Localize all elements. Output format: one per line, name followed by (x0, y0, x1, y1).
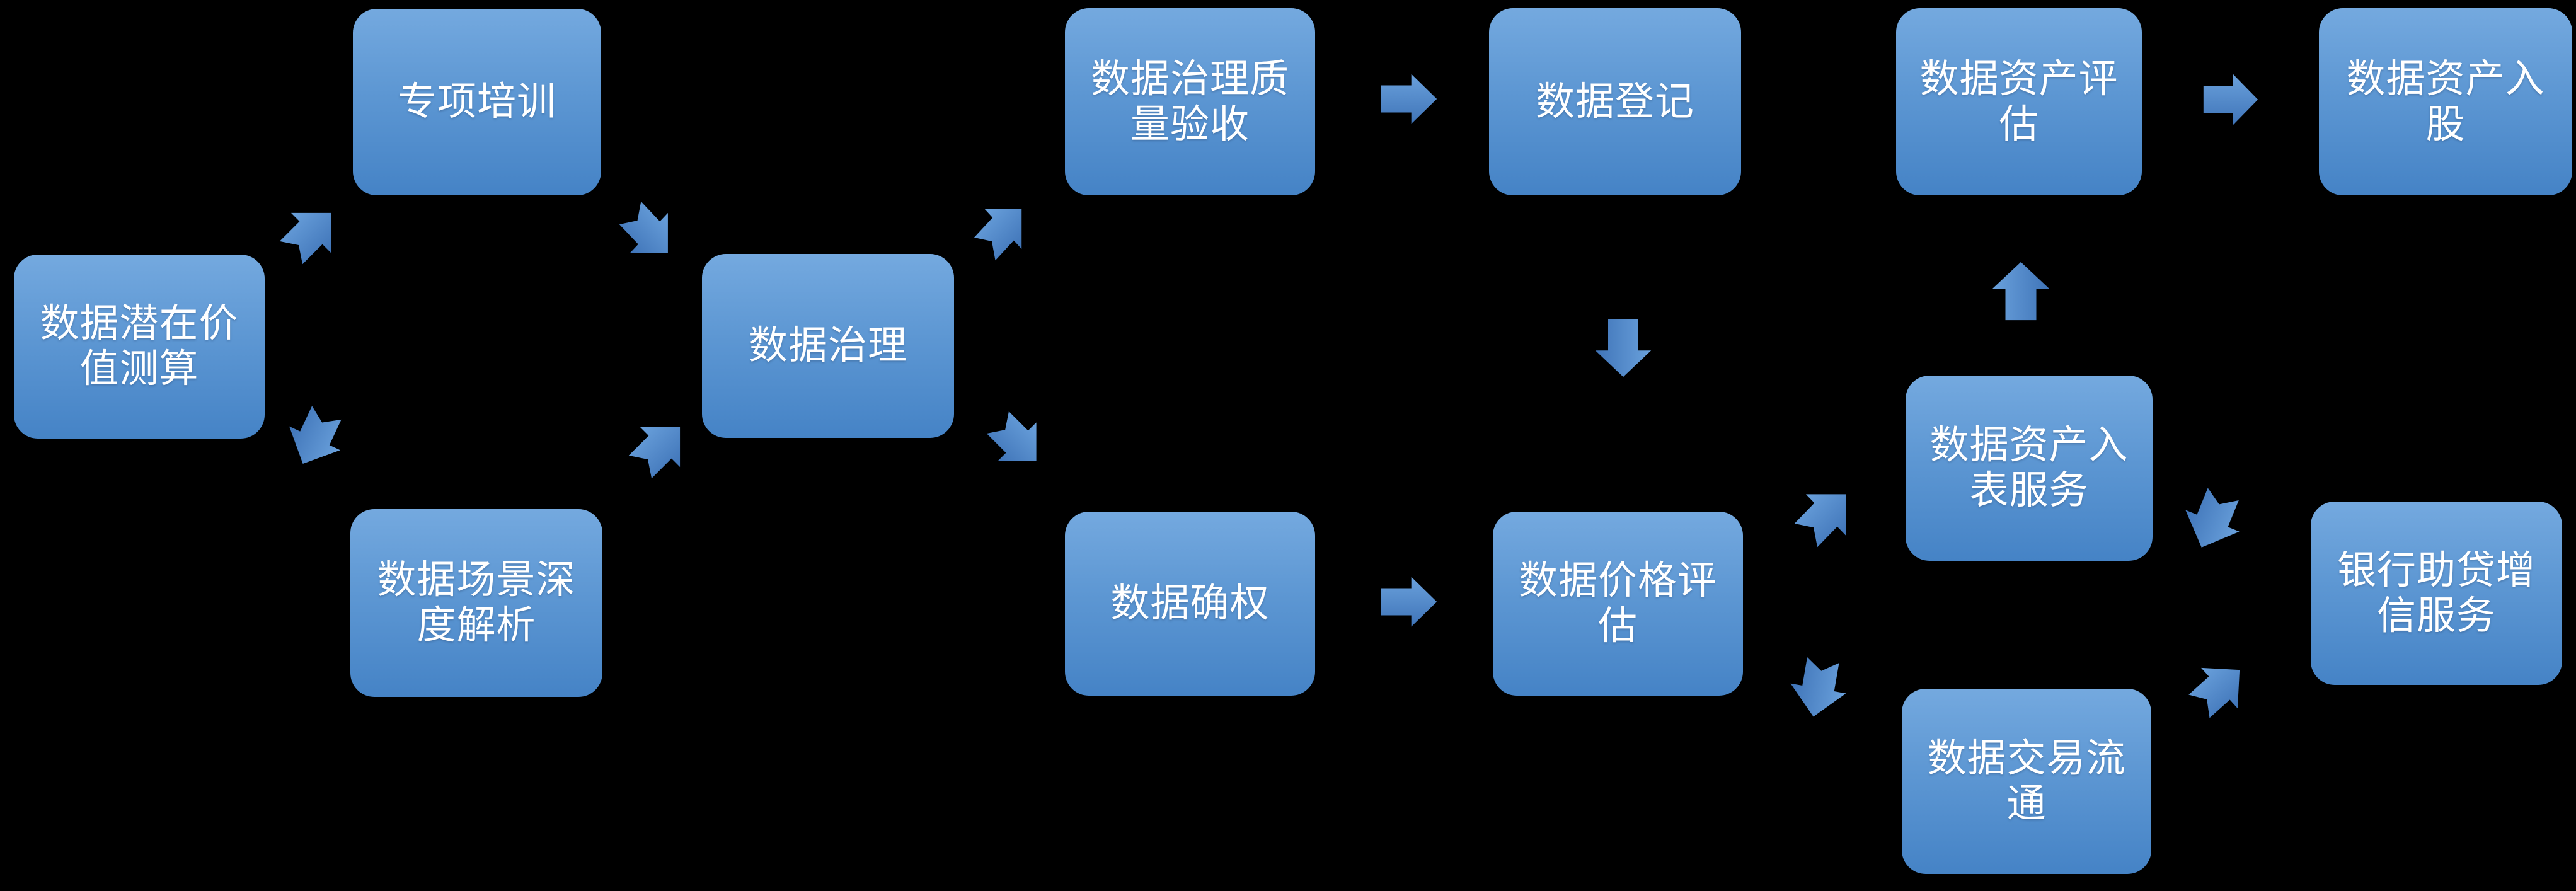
node-asset-balance-sheet-label: 数据资产入 表服务 (1929, 423, 2129, 512)
arrow-price-evaluation-to-asset-balance-sheet-icon (1786, 473, 1866, 556)
node-data-governance-label: 数据治理 (748, 324, 907, 368)
node-data-registration-label: 数据登记 (1535, 79, 1694, 124)
arrow-quality-acceptance-to-data-registration-icon (1381, 74, 1437, 124)
arrow-special-training-to-data-governance-icon (611, 193, 687, 273)
node-data-trading[interactable]: 数据交易流 通 (1902, 689, 2151, 874)
node-data-registration[interactable]: 数据登记 (1489, 8, 1741, 195)
node-asset-investment-label: 数据资产入 股 (2346, 57, 2545, 146)
arrow-scenario-analysis-to-data-governance-icon (620, 407, 700, 487)
arrow-rights-confirmation-to-price-evaluation-icon (1381, 577, 1437, 627)
arrow-asset-balance-sheet-to-asset-evaluation-icon (1992, 262, 2050, 321)
arrow-potential-value-to-special-training-icon (271, 193, 351, 273)
node-price-evaluation-label: 数据价格评 估 (1518, 559, 1717, 648)
node-quality-acceptance-label: 数据治理质 量验收 (1090, 57, 1289, 146)
arrow-price-evaluation-to-data-trading-icon (1785, 655, 1851, 722)
node-asset-balance-sheet[interactable]: 数据资产入 表服务 (1906, 376, 2153, 561)
node-potential-value-label: 数据潜在价 值测算 (40, 302, 239, 391)
node-special-training[interactable]: 专项培训 (353, 9, 601, 195)
arrow-data-registration-to-price-evaluation-icon (1595, 319, 1652, 377)
node-rights-confirmation[interactable]: 数据确权 (1065, 512, 1315, 696)
node-scenario-analysis[interactable]: 数据场景深 度解析 (350, 509, 602, 697)
arrow-scenario-analysis-to-potential-value-icon (277, 401, 352, 476)
arrow-data-governance-to-quality-acceptance-icon (966, 189, 1040, 269)
node-potential-value[interactable]: 数据潜在价 值测算 (14, 255, 265, 439)
node-rights-confirmation-label: 数据确权 (1110, 582, 1270, 626)
node-data-trading-label: 数据交易流 通 (1927, 737, 2126, 825)
node-quality-acceptance[interactable]: 数据治理质 量验收 (1065, 8, 1315, 195)
arrow-data-governance-to-rights-confirmation-icon (978, 403, 1056, 481)
node-scenario-analysis-label: 数据场景深 度解析 (377, 558, 576, 647)
node-bank-credit[interactable]: 银行助贷增 信服务 (2311, 502, 2562, 685)
node-special-training-label: 专项培训 (397, 80, 556, 124)
node-asset-evaluation[interactable]: 数据资产评 估 (1896, 8, 2142, 195)
node-bank-credit-label: 银行助贷增 信服务 (2337, 548, 2536, 638)
node-asset-investment[interactable]: 数据资产入 股 (2319, 8, 2572, 195)
node-price-evaluation[interactable]: 数据价格评 估 (1493, 512, 1743, 696)
arrow-data-trading-to-bank-credit-icon (2180, 649, 2258, 727)
node-asset-evaluation-label: 数据资产评 估 (1919, 57, 2119, 146)
node-data-governance[interactable]: 数据治理 (702, 254, 954, 438)
arrow-asset-balance-sheet-to-bank-credit-icon (2175, 483, 2250, 558)
arrow-asset-evaluation-to-asset-investment-icon (2203, 74, 2258, 125)
